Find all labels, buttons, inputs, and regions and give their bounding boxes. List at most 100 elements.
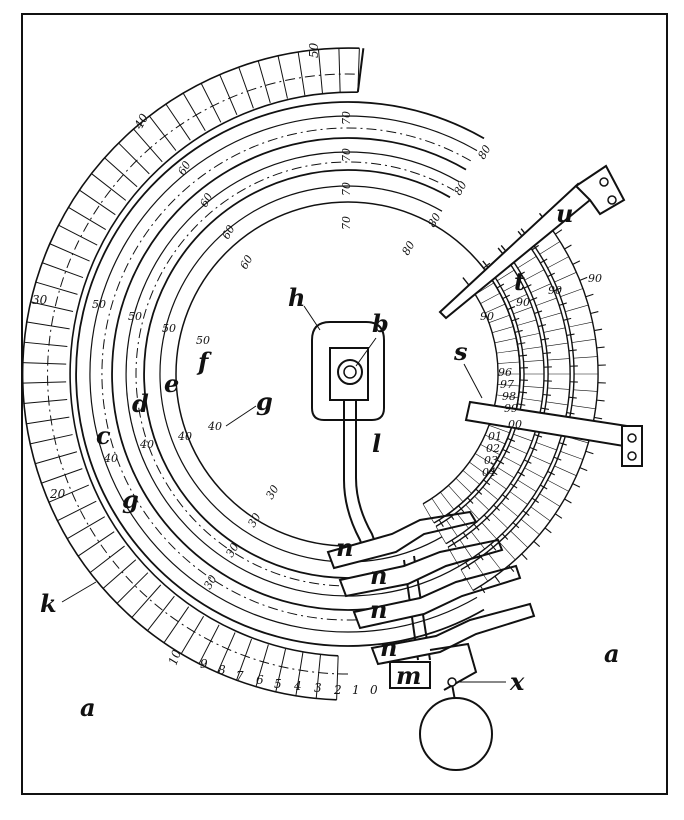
scale-tick (117, 573, 148, 604)
drum-division (520, 333, 540, 337)
scale-tick (166, 104, 191, 140)
scale-tick (104, 158, 137, 187)
ring-label: 80 (451, 179, 469, 198)
scale-tick (278, 56, 287, 99)
drum-04: 04 (482, 466, 496, 479)
drum-division (482, 523, 497, 539)
comb-tooth (522, 554, 528, 560)
letter-b: b (372, 309, 389, 338)
drum-division (448, 485, 463, 501)
drum-division (487, 552, 502, 571)
ring-label: 80 (475, 143, 493, 162)
scale-tick (298, 52, 305, 95)
drum-00: 00 (508, 418, 522, 431)
scale-tick (103, 560, 136, 589)
drum-division (475, 496, 489, 510)
ring-centerline (102, 128, 471, 620)
comb-tooth (555, 230, 562, 234)
scale-label-6: 6 (256, 673, 264, 687)
k-leader (62, 582, 96, 602)
drum-division (544, 328, 566, 333)
ring-label: 30 (223, 541, 241, 560)
drum-division (492, 327, 513, 333)
scale-label-9: 9 (200, 657, 208, 671)
scale-label-8: 8 (218, 663, 226, 677)
ring-label: 50 (92, 298, 106, 311)
comb-tooth (573, 261, 580, 265)
scale-label-4: 4 (293, 679, 302, 693)
scale-label-50: 50 (307, 42, 321, 58)
scale-label-0: 0 (370, 683, 378, 697)
scale-tick (24, 342, 68, 346)
letter-m: m (396, 661, 421, 690)
scale-tick (41, 469, 82, 484)
ring-label: 30 (263, 483, 281, 502)
scale-tick (147, 596, 174, 631)
drum-division (540, 313, 561, 319)
scale-tick (22, 382, 66, 383)
ring-label: 40 (139, 438, 154, 451)
drum-division (525, 270, 544, 280)
drum-division (521, 519, 539, 534)
comb-tooth (580, 468, 587, 471)
comb-tooth (580, 277, 587, 280)
comb-tooth (534, 541, 540, 546)
ring-label: 70 (340, 216, 353, 230)
letter-u: u (556, 199, 573, 228)
drum-division (522, 398, 542, 401)
scale-tick (164, 607, 189, 643)
ring-circle (144, 170, 450, 578)
drum-division (548, 359, 570, 361)
drum-division (572, 405, 596, 408)
ring-label: 60 (219, 223, 237, 242)
drum-division (569, 322, 592, 327)
drum-division (492, 513, 508, 528)
pivot-x (448, 678, 456, 686)
drum-division (536, 442, 557, 450)
scale-tick (26, 322, 69, 329)
scale-tick (57, 501, 96, 521)
letter-e: e (164, 369, 179, 398)
drum-division (485, 304, 505, 313)
drum-division (498, 362, 520, 364)
scale-tick (49, 243, 89, 261)
scale-label-30: 30 (32, 293, 48, 307)
letter-d: d (132, 389, 149, 418)
drum-division (524, 386, 544, 387)
ring-label: 60 (197, 191, 215, 210)
scale-tick (35, 452, 77, 464)
scale-tick (201, 83, 221, 122)
drum-division (554, 272, 576, 282)
b-leader (356, 338, 376, 366)
drum-division (531, 507, 550, 521)
comb-tooth (597, 400, 605, 401)
scale-tick (220, 74, 237, 114)
drum-division (501, 503, 518, 517)
scale-tick (149, 116, 176, 151)
letter-n1: n (336, 533, 353, 562)
scale-label-2: 2 (333, 683, 342, 697)
drum-division (573, 390, 597, 392)
scale-label-20: 20 (49, 487, 66, 501)
ring-label: 50 (162, 322, 176, 335)
g1-leader (226, 406, 256, 426)
drum-division (565, 305, 588, 312)
drum-division (524, 360, 544, 361)
axle-b (338, 360, 362, 384)
ring-label: 50 (196, 334, 210, 347)
drum-division (483, 487, 498, 500)
ring-label: 70 (340, 182, 353, 196)
scale-tick (132, 585, 161, 618)
letter-g2: g (122, 485, 139, 514)
scale-tick (133, 129, 162, 162)
comb-tooth (586, 294, 594, 296)
scale-tick (30, 435, 73, 444)
drum-division (548, 480, 569, 491)
drum-division (522, 347, 542, 350)
drum-division (503, 457, 521, 466)
ring-label: 50 (128, 310, 142, 323)
drum-division (490, 477, 506, 489)
letter-n3: n (370, 595, 387, 624)
scale-tick (23, 400, 67, 404)
